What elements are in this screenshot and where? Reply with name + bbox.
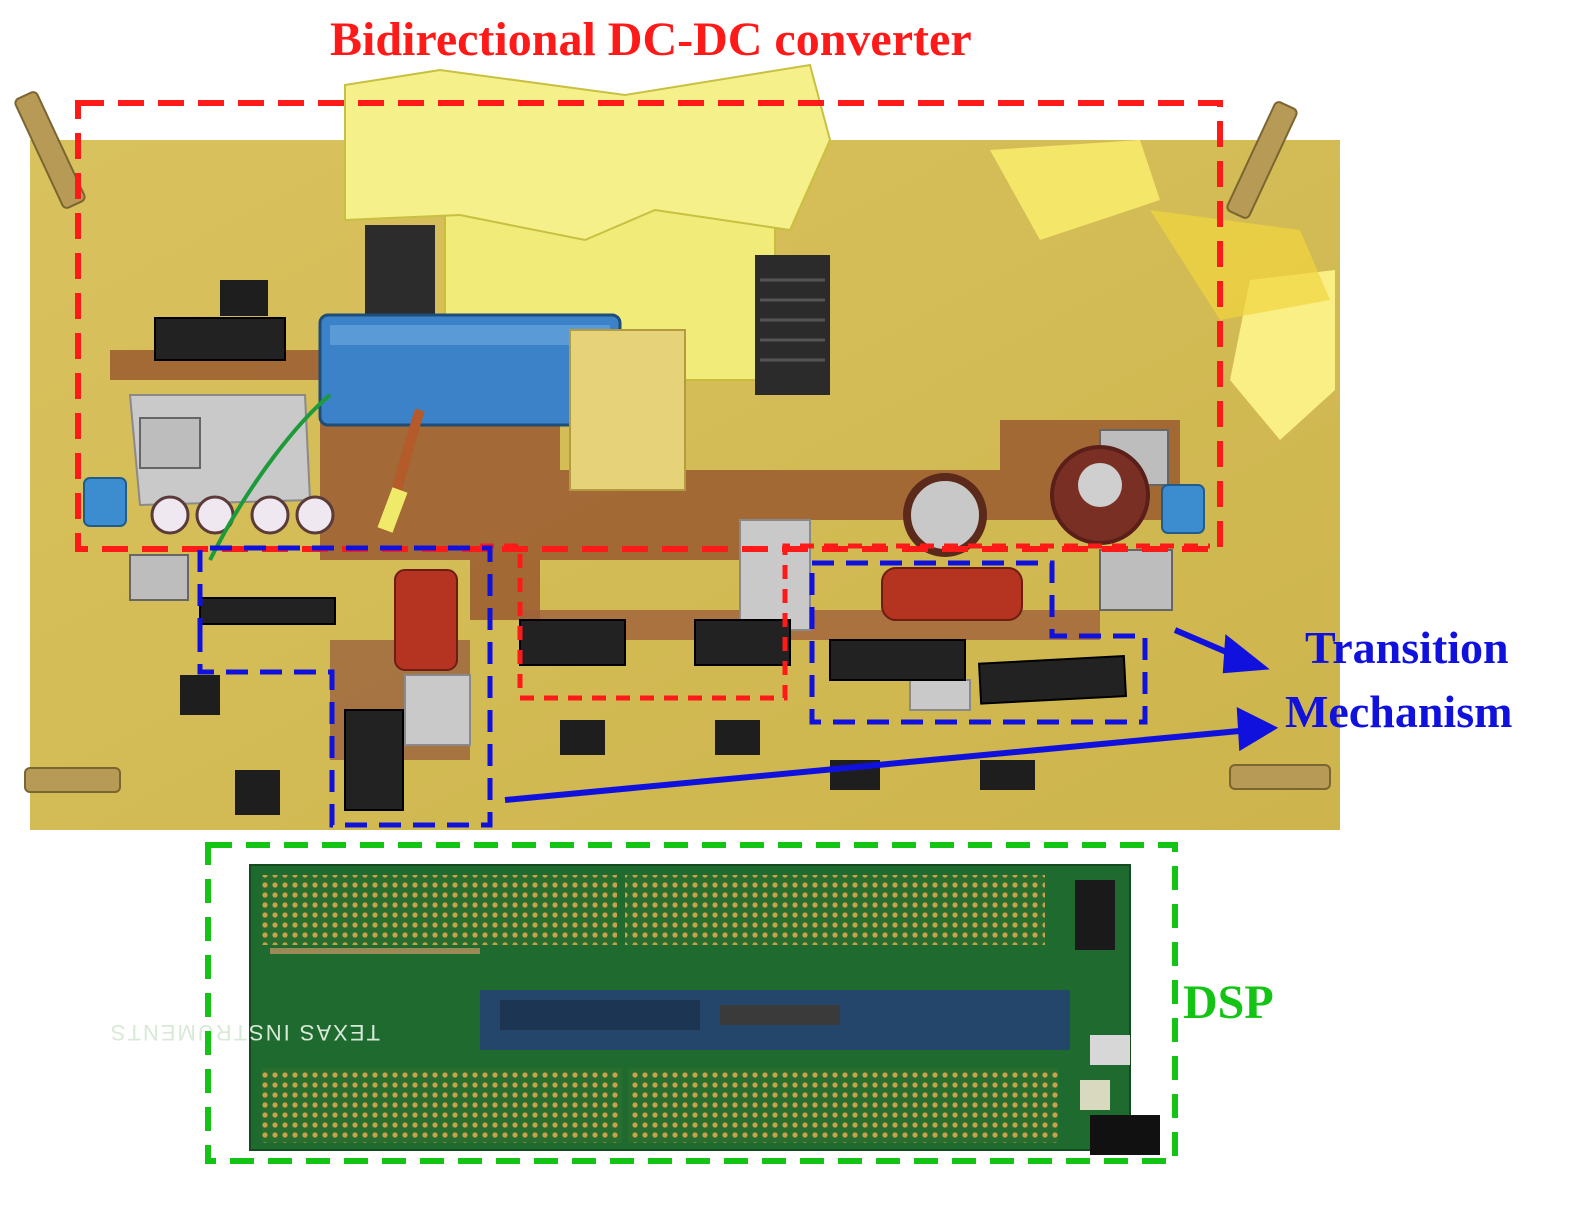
dsp-label: DSP [1183,976,1274,1029]
driver-ics [180,280,1035,815]
transition-label-line1: Transition [1305,622,1509,673]
screw-terminals [129,417,1173,611]
wires [208,393,425,561]
aux-board [569,329,686,491]
dsp-board: TEXAS INSTRUMENTS [109,864,1160,1155]
power-transistors [154,317,1127,811]
transition-region-boxes [197,545,1148,828]
electrolytic-capacitors [150,445,1150,557]
film-capacitors-blue [83,477,1205,534]
transition-label-line2: Mechanism [1285,686,1512,737]
standoffs [14,91,1331,793]
dsp-region-box [205,842,1178,1164]
converter-region-box [75,100,1223,552]
converter-subregion-boxes [480,543,1210,701]
converter-label: Bidirectional DC-DC converter [330,13,972,66]
film-capacitors-red [394,567,1023,671]
transition-arrows [504,627,1279,803]
board-brand-marking: TEXAS INSTRUMENTS [109,1020,380,1045]
